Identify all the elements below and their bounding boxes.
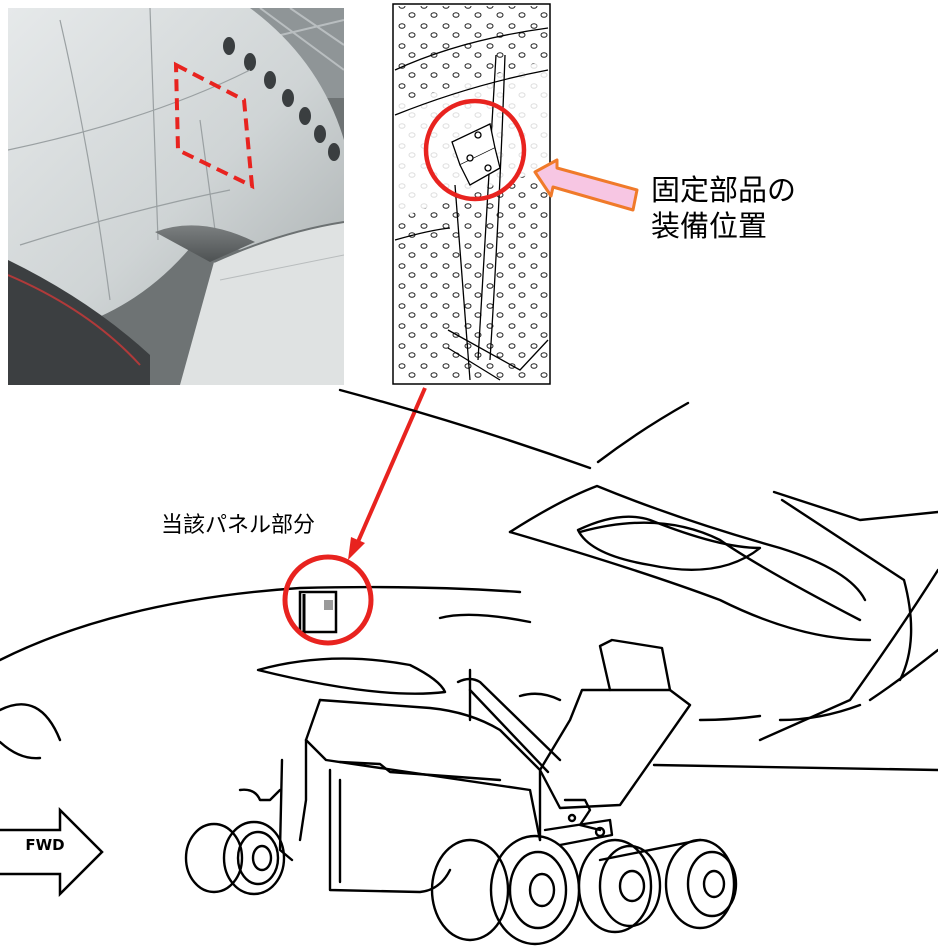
fixture-location-line2: 装備位置	[651, 209, 768, 243]
detail-drawing	[392, 3, 551, 385]
aircraft-line-drawing	[0, 388, 938, 946]
panel-area-marker	[282, 554, 374, 646]
fixture-location-label: 固定部品の 装備位置	[651, 172, 796, 244]
right-arrow-icon	[0, 806, 104, 898]
red-pointer-arrow	[348, 387, 427, 560]
panel-area-label: 当該パネル部分	[161, 513, 316, 538]
panel-highlight-circle	[282, 554, 374, 646]
panel-outline	[173, 61, 255, 190]
fixture-highlight-circle	[423, 98, 527, 202]
left-arrow-icon	[533, 158, 639, 212]
aircraft-photo	[8, 8, 344, 385]
fixture-location-line1: 固定部品の	[651, 173, 797, 207]
fwd-label: FWD	[25, 836, 65, 854]
